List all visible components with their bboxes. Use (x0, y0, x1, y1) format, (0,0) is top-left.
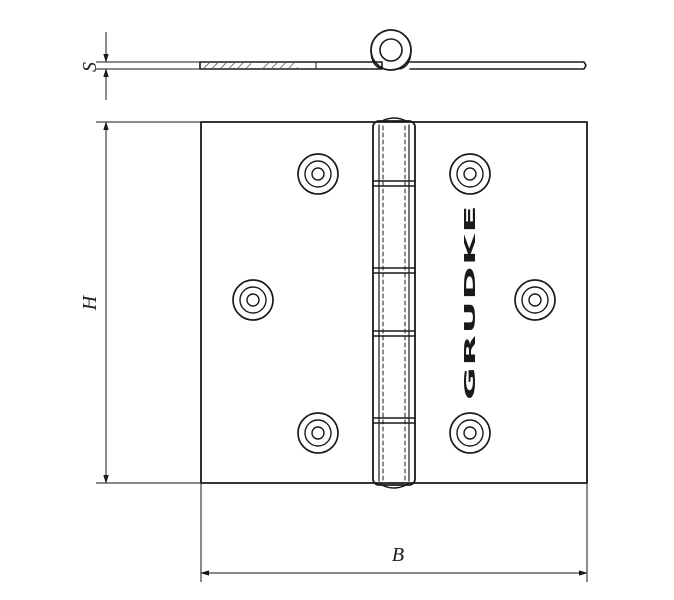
screw-hole-bottom-right (449, 412, 491, 454)
hinge-plate-outline (200, 121, 588, 484)
knuckle-joint-4 (372, 417, 416, 424)
screw-hole-middle-left (232, 279, 274, 321)
side-hatch-section-1 (203, 63, 251, 68)
front-view: GRUDKE (200, 117, 588, 489)
side-hatch-section-2 (262, 63, 298, 68)
thickness-dimension: S (79, 32, 200, 100)
screw-hole-middle-right (514, 279, 556, 321)
side-knuckle-outer (370, 29, 412, 71)
side-view (199, 29, 587, 71)
screw-hole-bottom-left (297, 412, 339, 454)
brand-marking: GRUDKE (461, 204, 479, 400)
knuckle-joint-1 (372, 180, 416, 187)
height-label: H (79, 294, 101, 311)
width-label: B (392, 544, 404, 566)
width-dimension: B (200, 483, 588, 582)
screw-hole-top-right (449, 153, 491, 195)
height-dimension: H (79, 121, 201, 484)
side-knuckle-pin (379, 38, 403, 62)
side-right-leaf (409, 61, 587, 70)
side-left-leaf (199, 61, 383, 70)
knuckle-strip (372, 117, 416, 489)
knuckle-joint-2 (372, 267, 416, 274)
knuckle-joint-3 (372, 330, 416, 337)
screw-hole-top-left (297, 153, 339, 195)
thickness-label: S (79, 62, 101, 72)
